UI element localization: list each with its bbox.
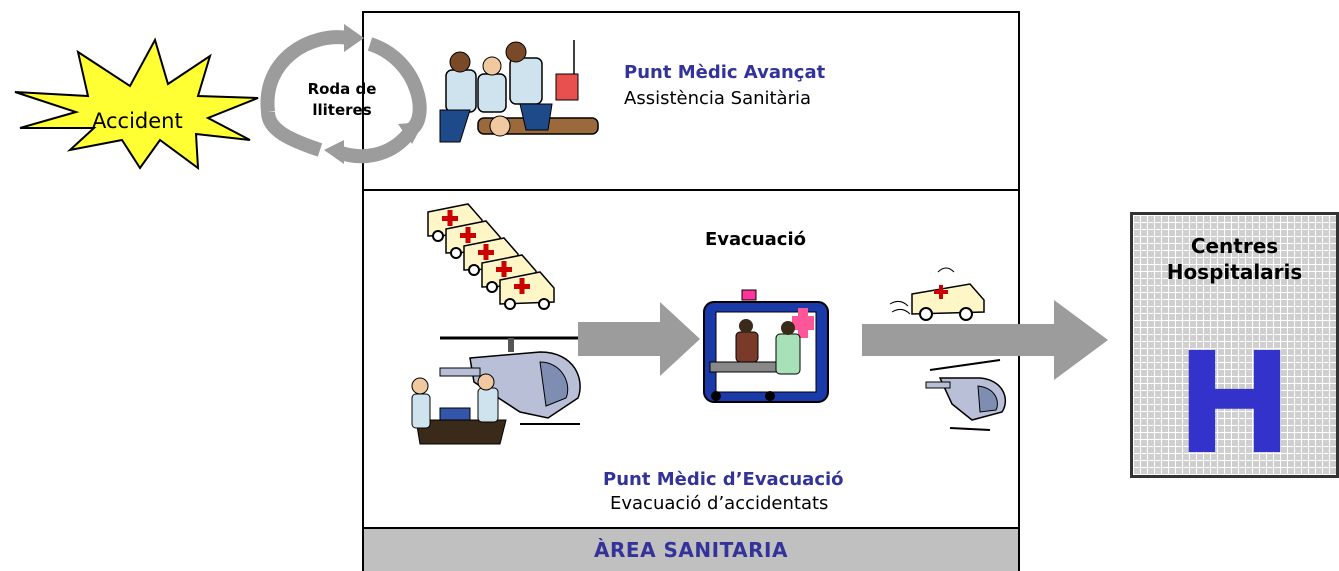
advanced-post-title: Punt Mèdic Avançat [624,62,826,83]
accident-label: Accident [92,109,183,133]
advanced-post-subtitle: Assistència Sanitària [624,88,812,109]
health-area-label: ÀREA SANITARIA [594,538,788,562]
hospital-centres-box: Centres Hospitalaris H [1130,212,1339,478]
explosion-burst-icon [14,37,259,171]
ambulance-icon [499,271,555,310]
stretcher-rotation-line2: lliteres [312,101,372,119]
right-arrow-icon [862,300,1108,380]
hospital-h-letter: H [1175,323,1294,486]
stretcher-rotation-line1: Roda de [307,80,377,98]
section-divider [362,189,1020,191]
hospital-line1: Centres [1190,234,1279,258]
evacuation-heading: Evacuació [705,229,807,250]
right-arrow-icon [578,302,700,376]
evacuation-post-subtitle: Evacuació d’accidentats [610,493,829,514]
ambulance-loading-icon [703,289,829,403]
paramedics-cpr-icon [439,40,599,143]
helicopter-icon [411,336,590,445]
evacuation-post-title: Punt Mèdic d’Evacuació [603,469,844,490]
hospital-line2: Hospitalaris [1166,260,1303,284]
helicopter-icon [925,359,1007,431]
ambulance-fleet-icon [427,203,555,310]
health-area-bar: ÀREA SANITARIA [362,527,1020,571]
stretcher-rotation-label: Roda de lliteres [296,79,388,121]
moving-ambulance-icon [889,267,985,321]
cycle-arrows-icon [260,24,427,164]
